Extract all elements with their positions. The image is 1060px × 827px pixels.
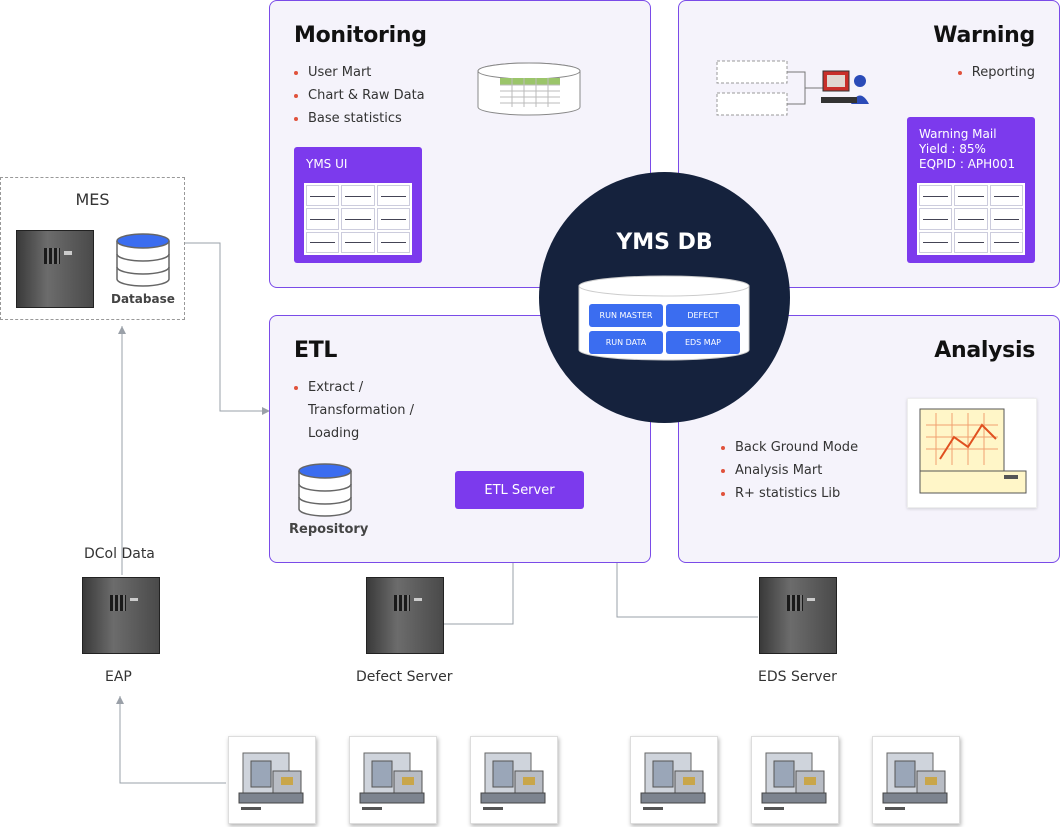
yms-db-title: YMS DB [616, 230, 713, 255]
yms-ui-label: YMS UI [306, 157, 348, 171]
warning-mail-line: EQPID : APH001 [919, 157, 1016, 171]
monitoring-title: Monitoring [294, 23, 427, 48]
yms-ui-card: YMS UI [294, 147, 422, 263]
equipment-tool-icon [630, 736, 718, 824]
list-item: User Mart [294, 61, 425, 84]
warning-mail-line: Warning Mail [919, 127, 997, 141]
list-item: Chart & Raw Data [294, 84, 425, 107]
monitoring-bullets: User Mart Chart & Raw Data Base statisti… [294, 61, 425, 130]
etl-server-button[interactable]: ETL Server [455, 471, 584, 509]
equipment-tool-icon [872, 736, 960, 824]
warning-flow-icon [716, 60, 869, 116]
etl-bullets: Extract / Transformation / Loading [294, 376, 414, 445]
list-item: Back Ground Mode [721, 436, 858, 459]
warning-mail-card: Warning Mail Yield : 85% EQPID : APH001 [907, 117, 1035, 263]
warning-bullets: Reporting [957, 61, 1035, 84]
etl-server-label: ETL Server [484, 482, 555, 498]
db-cell-defect: DEFECT [666, 304, 740, 327]
db-cell-run-data: RUN DATA [589, 331, 663, 354]
analysis-panel: Analysis Back Ground Mode Analysis Mart … [678, 315, 1060, 563]
defect-server-label: Defect Server [356, 669, 453, 685]
defect-server-icon [366, 577, 444, 654]
warning-title: Warning [933, 23, 1035, 48]
etl-title: ETL [294, 338, 338, 363]
eap-server-icon [82, 577, 160, 654]
list-item: Base statistics [294, 107, 425, 130]
yms-ui-charts [304, 183, 412, 255]
equipment-tool-icon [349, 736, 437, 824]
warning-mail-charts [917, 183, 1025, 255]
dcol-data-label: DCol Data [84, 546, 155, 562]
analysis-chart-icon [907, 398, 1037, 508]
db-cell-eds-map: EDS MAP [666, 331, 740, 354]
eds-server-label: EDS Server [758, 669, 837, 685]
database-label: Database [111, 292, 175, 306]
list-item: Loading [308, 426, 360, 441]
list-item: R+ statistics Lib [721, 482, 858, 505]
yms-db-circle: YMS DB RUN MASTER DEFECT RUN DATA EDS MA… [539, 172, 790, 423]
list-item: Reporting [957, 61, 1035, 84]
list-item: Transformation / [308, 403, 415, 418]
repository-label: Repository [289, 522, 369, 537]
repository-icon [298, 463, 352, 517]
warning-mail-line: Yield : 85% [919, 142, 986, 156]
mes-box: MES Database [0, 177, 185, 320]
mes-server-icon [16, 230, 94, 308]
analysis-title: Analysis [934, 338, 1035, 363]
data-mart-table-icon [477, 62, 581, 116]
db-cell-run-master: RUN MASTER [589, 304, 663, 327]
list-item: Analysis Mart [721, 459, 858, 482]
eap-label: EAP [105, 669, 132, 685]
analysis-bullets: Back Ground Mode Analysis Mart R+ statis… [721, 436, 858, 505]
mes-title: MES [75, 190, 110, 209]
equipment-tool-icon [470, 736, 558, 824]
equipment-tool-icon [751, 736, 839, 824]
database-icon [116, 233, 170, 287]
eds-server-icon [759, 577, 837, 654]
list-item: Extract / [294, 376, 414, 399]
equipment-tool-icon [228, 736, 316, 824]
